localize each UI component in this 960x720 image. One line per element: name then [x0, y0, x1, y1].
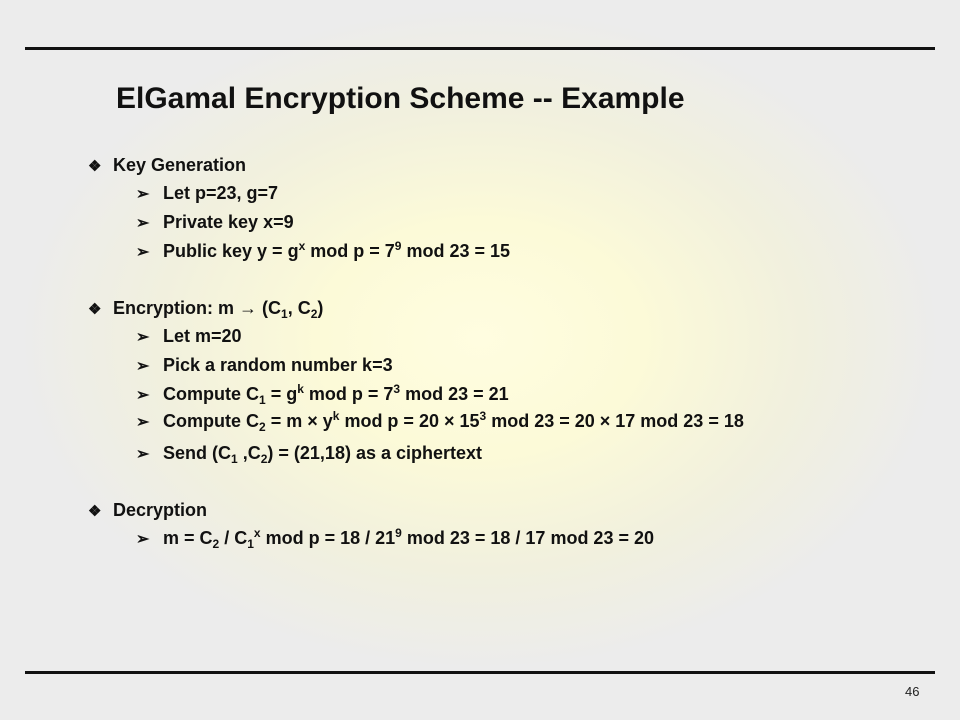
diamond-bullet-icon: ❖ — [88, 158, 102, 175]
subscript: 2 — [260, 452, 268, 466]
text-run: mod 23 = 18 / 17 mod 23 = 20 — [401, 528, 654, 548]
text-run: Let p=23, g=7 — [163, 183, 279, 203]
top-rule — [25, 47, 935, 50]
section-gap — [88, 468, 868, 496]
text-run: = g — [265, 384, 298, 404]
subscript: 2 — [212, 537, 220, 551]
text-run: Compute C — [163, 384, 259, 404]
text-run: mod p = 18 / 21 — [260, 528, 396, 548]
section-gap — [88, 266, 868, 294]
bullet-text: Private key x=9 — [163, 208, 294, 237]
text-run: ,C — [237, 443, 261, 463]
bullet-text: Key Generation — [113, 151, 246, 179]
text-run: Encryption: m — [113, 298, 240, 318]
superscript: 3 — [479, 409, 487, 423]
superscript: 9 — [395, 526, 402, 540]
bullet-text: Let m=20 — [163, 322, 242, 351]
superscript: k — [297, 382, 304, 396]
text-run: mod p = 7 — [303, 384, 394, 404]
text-run: ) = (21,18) as a ciphertext — [267, 443, 483, 463]
list-item: ➢ m = C2 / C1x mod p = 18 / 219 mod 23 =… — [88, 524, 868, 553]
bullet-text: Send (C1 ,C2) = (21,18) as a ciphertext — [163, 439, 482, 468]
list-item: ➢ Private key x=9 — [88, 208, 868, 237]
subscript: 1 — [247, 537, 254, 551]
page-number: 46 — [905, 684, 920, 699]
text-run: Let m=20 — [163, 326, 242, 346]
bullet-text: Encryption: m → (C1, C2) — [113, 294, 323, 322]
times-icon: × — [443, 411, 455, 431]
list-item: ➢ Let p=23, g=7 — [88, 179, 868, 208]
subscript: 2 — [259, 420, 266, 434]
superscript: 9 — [394, 239, 402, 253]
list-item: ➢ Let m=20 — [88, 322, 868, 351]
subscript: 1 — [281, 307, 288, 321]
arrow-bullet-icon: ➢ — [136, 531, 150, 548]
arrow-bullet-icon: ➢ — [136, 244, 150, 261]
text-run: , C — [287, 298, 311, 318]
arrow-bullet-icon: ➢ — [136, 387, 150, 404]
text-run: Public key y = g — [163, 241, 299, 261]
bullet-text: Decryption — [113, 496, 207, 524]
text-run: mod p = 7 — [305, 241, 395, 261]
text-run: = m — [265, 411, 308, 431]
text-run: mod 23 = 21 — [400, 384, 509, 404]
times-icon: × — [307, 411, 318, 431]
text-run: y — [317, 411, 333, 431]
list-item: ➢ Public key y = gx mod p = 79 mod 23 = … — [88, 237, 868, 266]
text-run: Pick a random number k=3 — [163, 355, 393, 375]
list-item: ➢ Compute C1 = gk mod p = 73 mod 23 = 21 — [88, 380, 868, 409]
text-run: 17 mod 23 = 18 — [610, 411, 744, 431]
text-run: Key Generation — [113, 155, 247, 175]
list-item: ➢ Pick a random number k=3 — [88, 351, 868, 380]
bullet-text: m = C2 / C1x mod p = 18 / 219 mod 23 = 1… — [163, 524, 654, 553]
text-run: Decryption — [113, 500, 208, 520]
subscript: 1 — [259, 393, 266, 407]
section-heading-decryption: ❖ Decryption — [88, 496, 868, 524]
text-run: mod p = 20 — [339, 411, 444, 431]
text-run: Send (C — [163, 443, 232, 463]
times-icon: × — [599, 411, 611, 431]
superscript: x — [253, 526, 261, 540]
bullet-text: Public key y = gx mod p = 79 mod 23 = 15 — [163, 237, 510, 266]
arrow-bullet-icon: ➢ — [136, 215, 150, 232]
section-heading-key-generation: ❖ Key Generation — [88, 151, 868, 179]
superscript: k — [332, 409, 340, 423]
text-run: / C — [219, 528, 248, 548]
arrow-bullet-icon: ➢ — [136, 186, 150, 203]
text-run: Compute C — [163, 411, 259, 431]
text-run: m = C — [163, 528, 213, 548]
text-run: 15 — [454, 411, 480, 431]
right-arrow-icon: → — [239, 298, 258, 318]
arrow-bullet-icon: ➢ — [136, 414, 150, 431]
list-item: ➢ Compute C2 = m × yk mod p = 20 × 153 m… — [88, 409, 868, 439]
diamond-bullet-icon: ❖ — [88, 301, 102, 318]
text-run: mod 23 = 20 — [486, 411, 600, 431]
superscript: x — [298, 239, 306, 253]
text-run: ) — [317, 298, 324, 318]
diamond-bullet-icon: ❖ — [88, 503, 102, 520]
slide-body: ❖ Key Generation ➢ Let p=23, g=7 ➢ Priva… — [88, 151, 868, 553]
section-heading-encryption: ❖ Encryption: m → (C1, C2) — [88, 294, 868, 322]
bullet-text: Let p=23, g=7 — [163, 179, 278, 208]
bullet-text: Pick a random number k=3 — [163, 351, 393, 380]
text-run: Private key x=9 — [163, 212, 294, 232]
bullet-text: Compute C1 = gk mod p = 73 mod 23 = 21 — [163, 380, 509, 409]
text-run: mod 23 = 15 — [401, 241, 511, 261]
text-run: (C — [257, 298, 282, 318]
superscript: 3 — [393, 382, 401, 396]
arrow-bullet-icon: ➢ — [136, 329, 150, 346]
arrow-bullet-icon: ➢ — [136, 446, 150, 463]
bottom-rule — [25, 671, 935, 674]
bullet-text: Compute C2 = m × yk mod p = 20 × 153 mod… — [163, 409, 744, 434]
list-item: ➢ Send (C1 ,C2) = (21,18) as a ciphertex… — [88, 439, 868, 468]
subscript: 2 — [310, 307, 318, 321]
subscript: 1 — [231, 452, 238, 466]
slide-title: ElGamal Encryption Scheme -- Example — [116, 82, 685, 115]
arrow-bullet-icon: ➢ — [136, 358, 150, 375]
